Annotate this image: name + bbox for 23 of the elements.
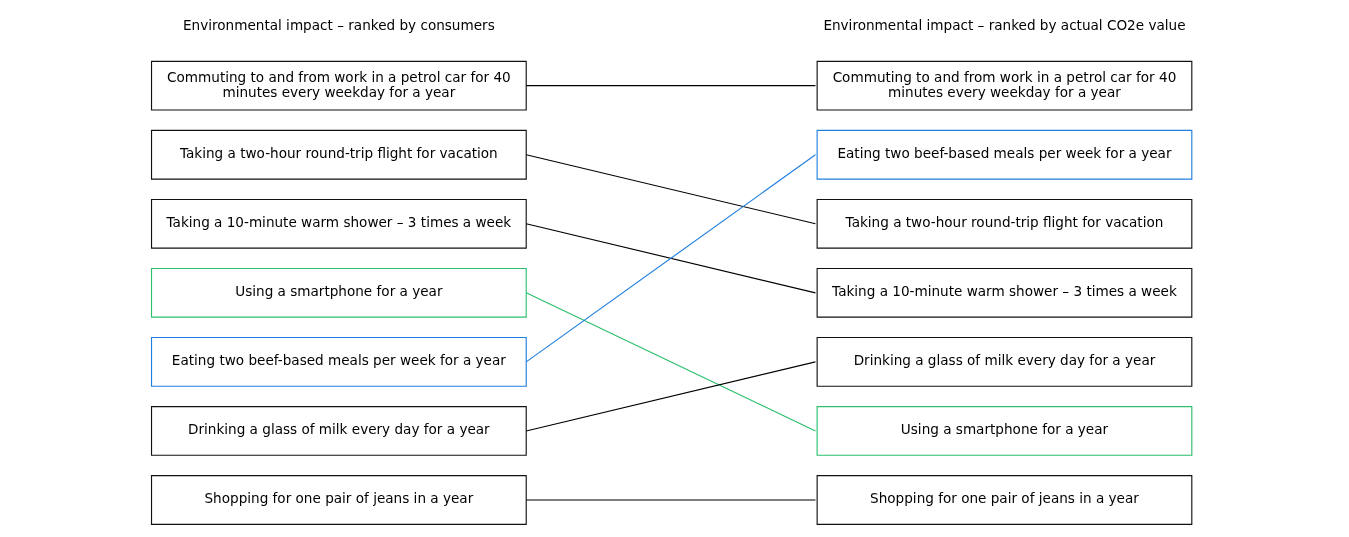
node-box: Eating two beef-based meals per week for a year bbox=[150, 337, 527, 387]
node-box: Shopping for one pair of jeans in a year bbox=[150, 475, 527, 525]
connector bbox=[525, 292, 816, 432]
label: Environmental impact – ranked by actual CO2e value bbox=[823, 17, 1186, 34]
node-box: Shopping for one pair of jeans in a year bbox=[816, 475, 1193, 525]
node-box: Commuting to and from work in a petrol car for 40 minutes every weekday for a year bbox=[150, 60, 527, 111]
connector bbox=[525, 223, 816, 294]
node-box: Drinking a glass of milk every day for a year bbox=[150, 406, 527, 456]
node-box: Taking a 10-minute warm shower – 3 times a week bbox=[150, 198, 527, 249]
node-box: Taking a two-hour round-trip flight for vacation bbox=[816, 198, 1193, 249]
node-box: Using a smartphone for a year bbox=[816, 406, 1193, 456]
connector bbox=[525, 85, 816, 87]
node-box: Taking a 10-minute warm shower – 3 times a week bbox=[816, 267, 1193, 318]
connector bbox=[525, 361, 816, 432]
connector bbox=[525, 499, 816, 501]
node-box: Taking a two-hour round-trip flight for vacation bbox=[150, 129, 527, 180]
connector bbox=[525, 154, 816, 363]
node-box: Using a smartphone for a year bbox=[150, 267, 527, 318]
node-box: Commuting to and from work in a petrol car for 40 minutes every weekday for a year bbox=[816, 60, 1193, 111]
node-box: Eating two beef-based meals per week for a year bbox=[816, 129, 1193, 180]
connector bbox=[525, 154, 816, 225]
node-box: Drinking a glass of milk every day for a year bbox=[816, 337, 1193, 387]
label: Environmental impact – ranked by consumers bbox=[183, 17, 495, 34]
